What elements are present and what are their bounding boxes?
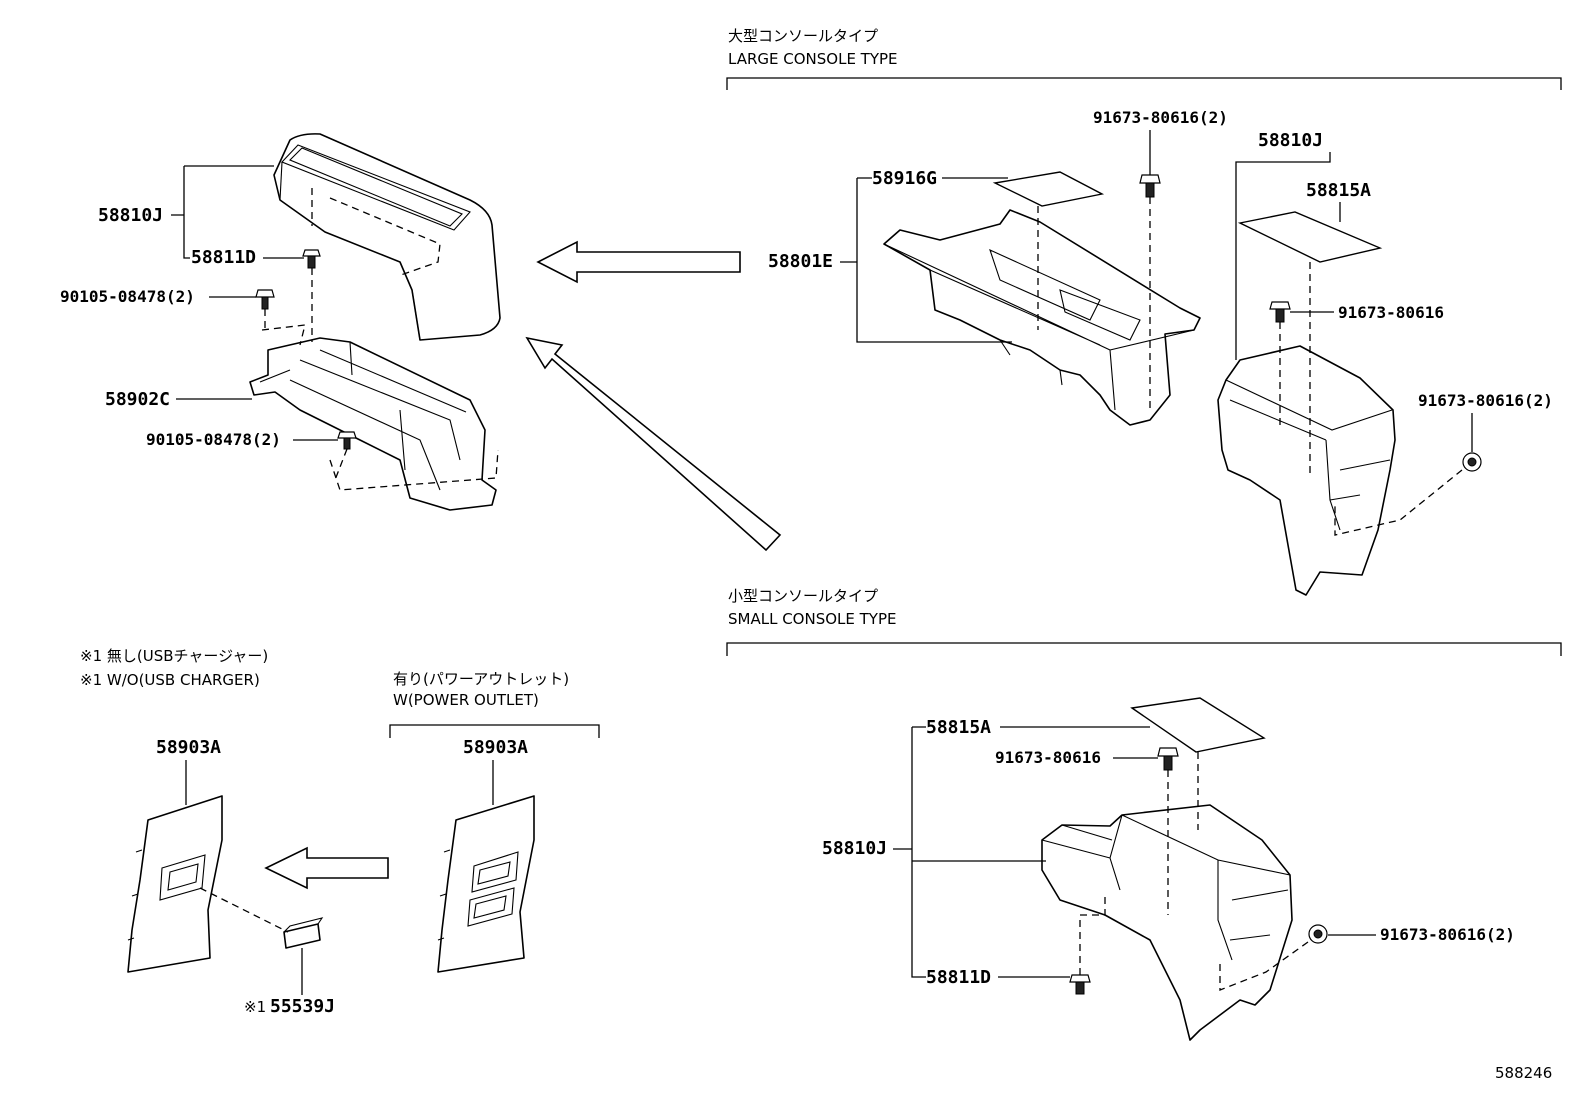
label-large-91673-top: 91673-80616(2) <box>1093 108 1228 127</box>
large-console-header: 大型コンソールタイプ LARGE CONSOLE TYPE <box>726 27 1562 90</box>
large-console-bracket <box>726 77 1562 90</box>
large-bolt-top <box>1139 174 1161 198</box>
arrow-large-to-left <box>536 240 741 284</box>
label-58903A-w: 58903A <box>463 737 528 758</box>
left-bolt-90105-upper <box>255 289 275 310</box>
left-console-box <box>273 133 501 341</box>
power-outlet-bracket <box>389 724 600 738</box>
left-bolt-90105-lower <box>337 431 357 450</box>
label-left-90105-upper: 90105-08478(2) <box>60 287 195 306</box>
large-pad-58916G <box>992 171 1105 207</box>
small-labels: 58815A 91673-80616 58810J 91673-80616(2)… <box>822 717 1515 988</box>
large-console-box <box>1217 345 1396 596</box>
label-large-58916G: 58916G <box>872 168 937 189</box>
left-labels: 58810J 58811D 90105-08478(2) 58902C 9010… <box>60 165 338 449</box>
left-console-lid <box>273 133 501 341</box>
diagram-reference-number: 588246 <box>1495 1064 1552 1082</box>
note1-en: ※1 W/O(USB CHARGER) <box>80 671 260 689</box>
large-console-box-58810J <box>1217 345 1396 596</box>
power-outlet-header: 有り(パワーアウトレット) W(POWER OUTLET) <box>389 670 600 738</box>
arrow-small-to-left <box>525 336 782 552</box>
label-large-91673-side: 91673-80616(2) <box>1418 391 1553 410</box>
label-small-91673-top: 91673-80616 <box>995 748 1101 767</box>
label-large-58815A: 58815A <box>1306 180 1371 201</box>
panel-wo-outlet <box>127 795 223 973</box>
label-55539J: 55539J <box>270 996 335 1017</box>
note1-ja: ※1 無し(USBチャージャー) <box>80 647 268 665</box>
large-console-title-en: LARGE CONSOLE TYPE <box>728 50 898 68</box>
label-left-58902C: 58902C <box>105 389 170 410</box>
label-small-58811D: 58811D <box>926 967 991 988</box>
panel-58903A-w-outlet <box>437 795 535 973</box>
label-small-91673-side: 91673-80616(2) <box>1380 925 1515 944</box>
label-left-90105-lower: 90105-08478(2) <box>146 430 281 449</box>
small-console-header: 小型コンソールタイプ SMALL CONSOLE TYPE <box>726 587 1562 656</box>
small-bolt-side <box>1308 924 1328 944</box>
label-large-91673-mid: 91673-80616 <box>1338 303 1444 322</box>
label-left-58810J: 58810J <box>98 205 163 226</box>
usb-cover-55539J <box>283 917 324 949</box>
large-bolt-side <box>1462 452 1482 472</box>
small-bolt-bottom <box>1069 974 1091 995</box>
small-console-title-ja: 小型コンソールタイプ <box>728 587 878 605</box>
large-labels: 91673-80616(2) 58810J 58916G 58815A 5880… <box>768 108 1553 452</box>
small-pad-58815A <box>1130 697 1266 753</box>
label-left-58811D: 58811D <box>191 247 256 268</box>
large-bolt-mid <box>1269 301 1291 323</box>
usb-note: ※1 無し(USBチャージャー) ※1 W/O(USB CHARGER) <box>80 647 268 689</box>
large-pad-58815A <box>1237 211 1383 263</box>
panel-58903A-wo-outlet <box>127 795 223 973</box>
label-small-58815A: 58815A <box>926 717 991 738</box>
label-large-58801E: 58801E <box>768 251 833 272</box>
large-console-title-ja: 大型コンソールタイプ <box>728 27 878 45</box>
label-small-58810J: 58810J <box>822 838 887 859</box>
left-bracket-frame <box>249 337 497 511</box>
label-55539J-mark: ※1 <box>244 998 266 1016</box>
power-outlet-title-ja: 有り(パワーアウトレット) <box>393 670 569 688</box>
bottom-left-labels: 58903A 58903A ※1 55539J <box>156 737 528 1017</box>
small-console-title-en: SMALL CONSOLE TYPE <box>728 610 897 628</box>
label-large-58810J: 58810J <box>1258 130 1323 151</box>
left-bolt-58811D <box>302 249 321 269</box>
arrow-outlet-to-wo <box>264 846 389 890</box>
label-58903A-wo: 58903A <box>156 737 221 758</box>
left-console-bracket-frame <box>249 324 499 511</box>
large-console-tray-58801E <box>883 209 1201 426</box>
small-bolt-top <box>1157 747 1179 771</box>
panel-w-outlet <box>437 795 535 973</box>
small-console-bracket <box>726 642 1562 656</box>
power-outlet-title-en: W(POWER OUTLET) <box>393 691 539 709</box>
